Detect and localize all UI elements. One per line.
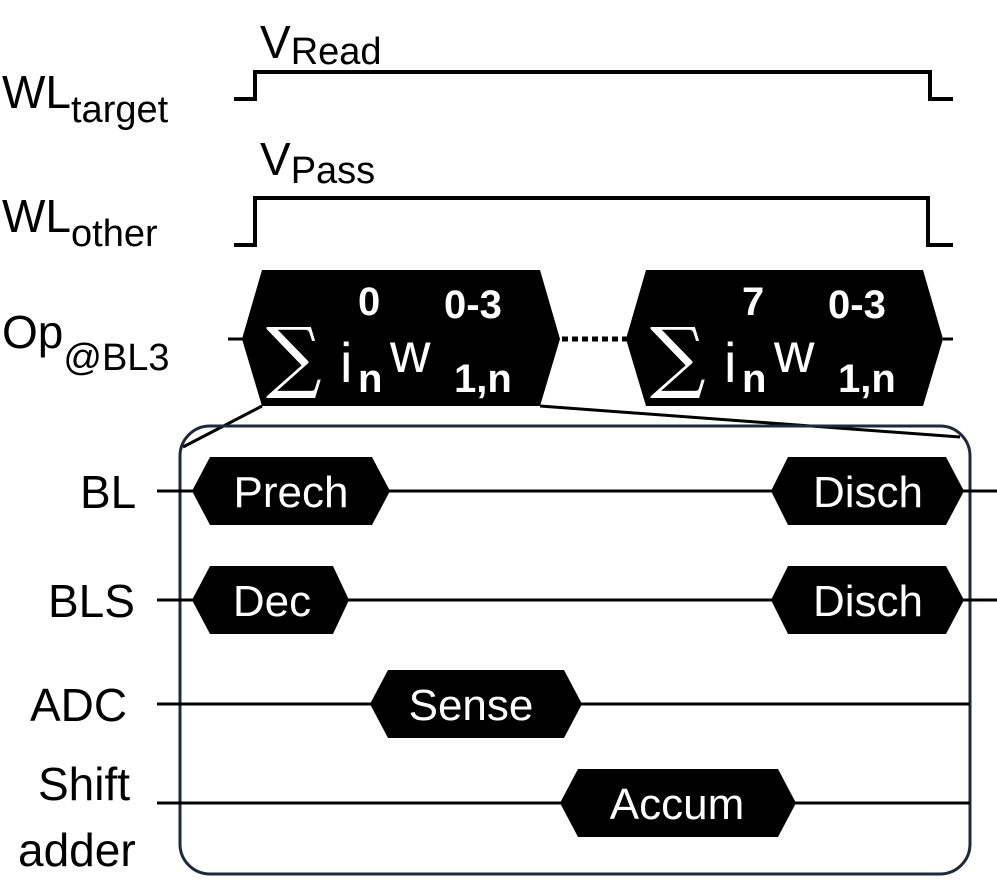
v-pass-label: VPass [260, 133, 375, 192]
wl-other-row: WLother VPass [2, 133, 953, 255]
bls-disch-pill [771, 566, 964, 634]
op-block-1-formula: ∑ i 7 n w 0-3 1,n [650, 280, 896, 402]
adc-row: ADC Sense [30, 670, 970, 738]
weight-sub-0: 1,n [454, 357, 512, 401]
weight-var-1: w [773, 321, 815, 384]
accum-pill [560, 769, 796, 837]
wl-other-waveform [234, 196, 953, 247]
dec-pill [192, 566, 349, 634]
dec-label: Dec [233, 577, 311, 626]
bl-disch-label: Disch [813, 468, 923, 517]
weight-sup-1: 0-3 [828, 283, 886, 327]
sum-symbol-0: ∑ [266, 312, 322, 402]
input-sup-1: 7 [742, 280, 764, 324]
input-var-0: i [340, 331, 352, 394]
sense-pill [370, 670, 582, 738]
bls-row: BLS Dec Disch [48, 566, 997, 634]
prech-pill [192, 457, 390, 525]
op-row: Op@BL3 ∑ i 0 n w 0-3 1,n ∑ i 7 n w 0-3 1… [2, 270, 953, 406]
weight-sup-0: 0-3 [444, 283, 502, 327]
op-block-0-formula: ∑ i 0 n w 0-3 1,n [266, 280, 512, 402]
sum-symbol-1: ∑ [650, 312, 706, 402]
op-block-1 [626, 270, 943, 406]
shift-label: Shift [38, 758, 130, 810]
prech-label: Prech [234, 468, 349, 517]
weight-sub-1: 1,n [838, 357, 896, 401]
weight-var-0: w [389, 321, 431, 384]
bls-label: BLS [48, 575, 135, 627]
sense-label: Sense [409, 681, 534, 730]
bls-disch-label: Disch [813, 577, 923, 626]
bl-label: BL [80, 466, 136, 518]
wl-target-waveform [234, 70, 953, 101]
bl-row: BL Prech Disch [80, 457, 997, 525]
shift-adder-row: Shift adder Accum [18, 758, 970, 876]
input-sup-0: 0 [358, 280, 380, 324]
input-var-1: i [724, 331, 736, 394]
op-label: Op@BL3 [2, 306, 170, 379]
adc-label: ADC [30, 679, 127, 731]
detail-box [178, 424, 972, 876]
adder-label: adder [18, 824, 136, 876]
wl-target-row: WLtarget VRead [2, 16, 953, 131]
input-sub-1: n [742, 357, 766, 401]
accum-label: Accum [610, 780, 744, 829]
op-block-0 [242, 270, 560, 406]
wl-other-label: WLother [2, 190, 158, 255]
v-read-label: VRead [260, 16, 382, 73]
bl-disch-pill [771, 457, 964, 525]
wl-target-label: WLtarget [2, 66, 169, 131]
input-sub-0: n [358, 357, 382, 401]
zoom-line-right [539, 404, 961, 439]
